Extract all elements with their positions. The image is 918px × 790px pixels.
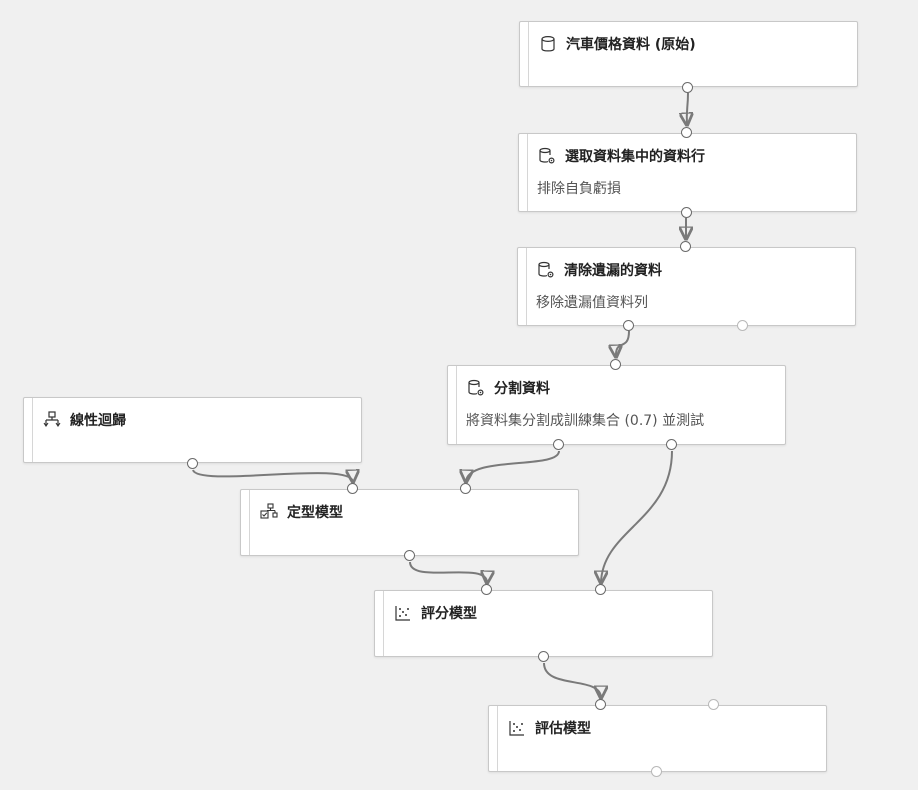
output-port[interactable]	[681, 207, 692, 218]
node-title: 分割資料	[494, 381, 550, 397]
scatter-plot-icon	[393, 603, 413, 623]
dataset-settings-icon	[537, 146, 557, 166]
node-title: 汽車價格資料 (原始)	[566, 37, 696, 53]
input-port[interactable]	[610, 359, 621, 370]
node-subtitle: 排除自負虧損	[537, 181, 621, 197]
node-subtitle: 將資料集分割成訓練集合 (0.7) 並測試	[466, 413, 705, 429]
node-score-model[interactable]: 評分模型	[374, 590, 713, 657]
output-port[interactable]	[651, 766, 662, 777]
scatter-plot-icon	[507, 718, 527, 738]
input-port-right[interactable]	[708, 699, 719, 710]
output-port[interactable]	[187, 458, 198, 469]
node-subtitle: 移除遺漏值資料列	[536, 295, 648, 311]
output-port[interactable]	[623, 320, 634, 331]
edge-split-data-to-score-model	[601, 450, 673, 583]
node-title: 選取資料集中的資料行	[565, 149, 705, 165]
edge-train-model-to-score-model	[409, 561, 487, 583]
edge-split-data-to-train-model	[466, 450, 560, 482]
output-port-secondary[interactable]	[737, 320, 748, 331]
hierarchy-icon	[42, 410, 62, 430]
node-evaluate-model[interactable]: 評估模型	[488, 705, 827, 772]
node-title: 清除遺漏的資料	[564, 263, 662, 279]
output-port[interactable]	[538, 651, 549, 662]
edge-clean-missing-to-split-data	[616, 330, 630, 357]
node-title: 線性迴歸	[70, 413, 126, 429]
node-split-data[interactable]: 分割資料 將資料集分割成訓練集合 (0.7) 並測試	[447, 365, 786, 445]
node-car-price-data[interactable]: 汽車價格資料 (原始)	[519, 21, 858, 87]
train-model-icon	[259, 502, 279, 522]
edge-score-model-to-evaluate-model	[543, 662, 601, 698]
input-port-dataset[interactable]	[460, 483, 471, 494]
input-port-model[interactable]	[481, 584, 492, 595]
output-port[interactable]	[404, 550, 415, 561]
node-linear-regression[interactable]: 線性迴歸	[23, 397, 362, 463]
output-port[interactable]	[682, 82, 693, 93]
input-port[interactable]	[680, 241, 691, 252]
node-title: 評估模型	[535, 721, 591, 737]
input-port-left[interactable]	[595, 699, 606, 710]
node-clean-missing-data[interactable]: 清除遺漏的資料 移除遺漏值資料列	[517, 247, 856, 326]
dataset-settings-icon	[536, 260, 556, 280]
input-port-dataset[interactable]	[595, 584, 606, 595]
database-icon	[538, 34, 558, 54]
input-port[interactable]	[681, 127, 692, 138]
output-port-train[interactable]	[553, 439, 564, 450]
edge-linear-regression-to-train-model	[192, 470, 353, 482]
output-port-test[interactable]	[666, 439, 677, 450]
dataset-settings-icon	[466, 378, 486, 398]
edge-car-data-to-select-columns	[687, 92, 688, 125]
node-title: 定型模型	[287, 505, 343, 521]
node-train-model[interactable]: 定型模型	[240, 489, 579, 556]
node-select-columns[interactable]: 選取資料集中的資料行 排除自負虧損	[518, 133, 857, 212]
node-title: 評分模型	[421, 606, 477, 622]
input-port-learner[interactable]	[347, 483, 358, 494]
